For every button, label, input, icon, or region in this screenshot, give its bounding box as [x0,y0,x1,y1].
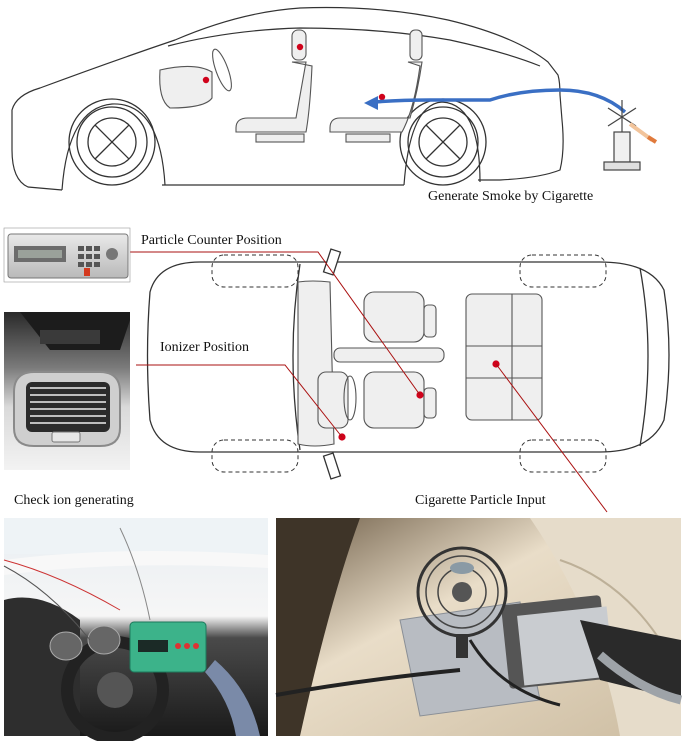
steering-wheel-top [343,375,357,421]
front-seat-top-upper-headrest [423,304,437,338]
rear-seat-base [345,133,391,143]
label-check-ion-generating: Check ion generating [14,493,134,508]
front-wheel [68,98,156,186]
windshield-curve [292,263,301,451]
dashboard-side [159,65,213,109]
steering-wheel-side [212,48,232,92]
leader-ionizer [136,364,343,438]
interior-top [297,280,543,447]
rear-wheel [399,98,487,186]
interior-side [159,29,423,143]
marker-rear-seat [378,93,386,101]
smoke-arrow [374,88,627,114]
smoke-arrow-head [364,96,378,110]
label-ionizer-position: Ionizer Position [160,340,250,355]
ionizer-photo [4,312,130,470]
mirror-bottom [322,452,342,480]
rear-headrest-side [409,29,423,61]
rear-bench-top [465,293,543,421]
driver-seat-top [317,371,349,429]
top-body-outline [146,261,670,453]
car-top-view [146,248,670,480]
center-console [333,347,445,363]
car-body-outline [11,6,564,191]
window-line [167,27,541,67]
front-seat-top-upper [363,291,425,343]
wheel-wells [211,254,607,473]
label-particle-counter-position: Particle Counter Position [141,233,282,248]
check-ion-photo [3,518,268,744]
marker-front-headrest [296,43,304,51]
front-seat-side [235,61,313,133]
front-seat-top-lower [363,371,425,429]
label-generate-smoke: Generate Smoke by Cigarette [428,189,594,204]
rear-wheel-arch [403,101,481,186]
cigarette-input-photo [275,518,683,736]
leader-cigarette-input [495,363,608,513]
mirror-top [322,248,342,276]
particle-counter-photo [3,227,131,283]
leader-lines [130,251,608,513]
label-cigarette-particle-input: Cigarette Particle Input [415,493,546,508]
leader-particle-counter [130,251,421,396]
rear-window-curve [639,267,649,447]
cigarette-holder [603,100,658,171]
front-seat-base [255,133,305,143]
marker-dashboard-side [202,76,210,84]
front-seat-top-lower-headrest [423,387,437,419]
